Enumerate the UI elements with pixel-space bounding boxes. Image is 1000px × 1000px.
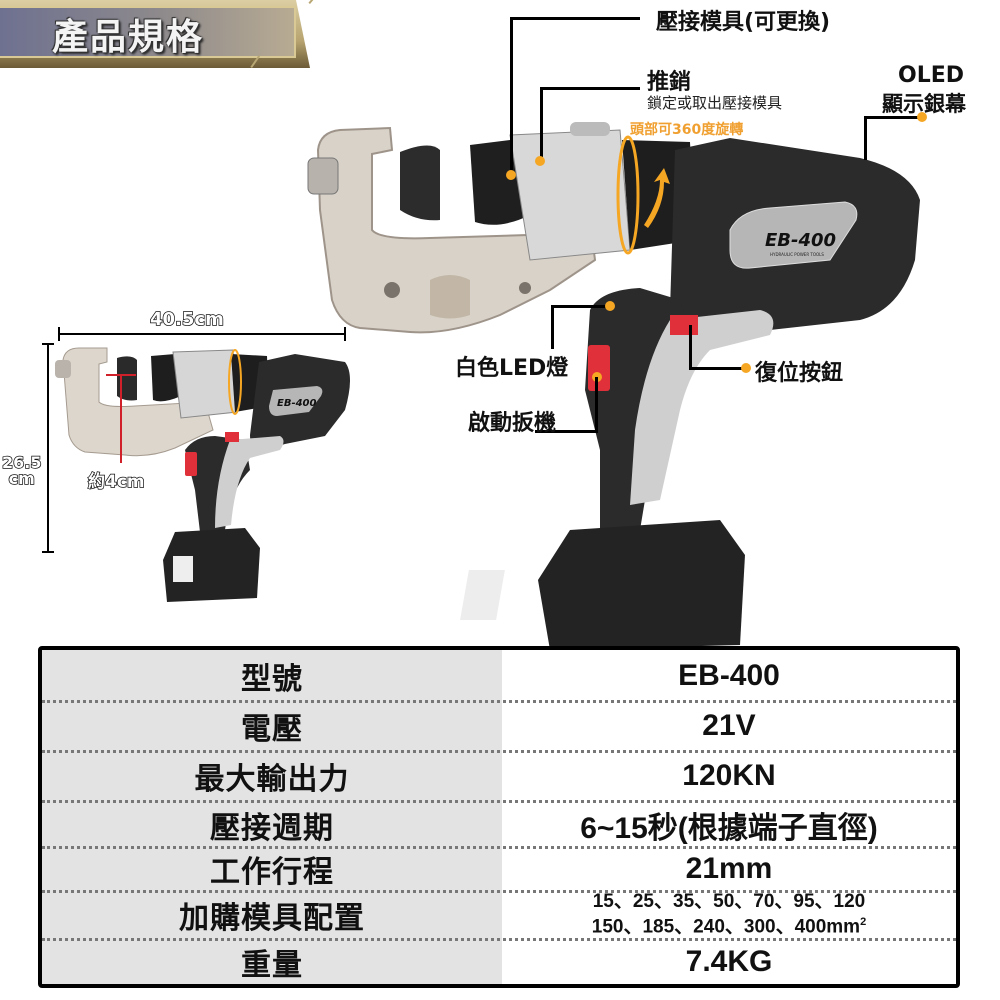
callout-reset-button: 復位按鈕 bbox=[755, 361, 844, 386]
dimension-tick bbox=[42, 343, 54, 345]
dimension-height: 26.5 cm bbox=[1, 453, 42, 488]
banner-title: 產品規格 bbox=[52, 17, 205, 58]
spec-value: 120KN bbox=[682, 759, 776, 792]
die-sizes-line2-text: 150、185、240、300、400mm bbox=[591, 916, 861, 938]
spec-value: 21mm bbox=[685, 852, 773, 885]
opening-leader-line bbox=[120, 375, 122, 463]
callout-dot-die bbox=[506, 170, 516, 180]
dimension-line-length bbox=[58, 333, 346, 335]
dimension-length: 40.5cm bbox=[149, 308, 224, 331]
dimension-line-height bbox=[47, 343, 49, 553]
dimension-opening: 約4cm bbox=[87, 471, 145, 493]
dimension-tick bbox=[58, 327, 60, 341]
spec-key: 重量 bbox=[241, 948, 303, 983]
dimension-tick bbox=[344, 327, 346, 341]
svg-text:EB-400: EB-400 bbox=[277, 398, 317, 409]
die-sizes-line2: 150、185、240、300、400mm2 bbox=[502, 912, 956, 937]
spec-key: 壓接週期 bbox=[210, 811, 334, 846]
callout-line-reset bbox=[689, 325, 692, 369]
callout-head-rotate: 頭部可360度旋轉 bbox=[630, 122, 744, 138]
callout-crimp-die: 壓接模具(可更換) bbox=[656, 10, 831, 35]
spec-row-cycle: 壓接週期 6~15秒(根據端子直徑) bbox=[42, 802, 956, 848]
crimping-tool-small-image: EB-400 bbox=[55, 347, 350, 602]
spec-key: 型號 bbox=[241, 662, 303, 697]
callout-line-trigger bbox=[535, 430, 598, 433]
banner-deco-line bbox=[308, 0, 322, 4]
callout-dot-reset bbox=[741, 363, 751, 373]
callout-push-pin-title: 推銷 bbox=[647, 70, 692, 95]
callout-line-oled bbox=[864, 116, 867, 160]
row-divider bbox=[42, 846, 956, 849]
callout-oled-line1: OLED bbox=[898, 63, 965, 88]
row-divider bbox=[42, 800, 956, 803]
spec-key-column bbox=[42, 650, 502, 984]
spec-key: 最大輸出力 bbox=[194, 762, 350, 797]
callout-trigger: 啟動扳機 bbox=[468, 411, 557, 436]
callout-line-led bbox=[551, 305, 554, 349]
spec-value: 7.4KG bbox=[685, 945, 773, 978]
callout-line-die bbox=[510, 17, 513, 175]
dimension-height-value: 26.5 bbox=[1, 453, 42, 472]
die-sizes-unit-sup: 2 bbox=[860, 916, 867, 929]
callout-line-pin bbox=[540, 87, 640, 90]
die-sizes-line1: 15、25、35、50、70、95、120 bbox=[592, 891, 866, 913]
callout-line-die bbox=[510, 17, 640, 20]
row-divider bbox=[42, 750, 956, 753]
spec-key: 加購模具配置 bbox=[179, 901, 365, 936]
callout-line-trigger bbox=[595, 377, 598, 433]
spec-table: 型號 EB-400 電壓 21V 最大輸出力 120KN 壓接週期 6~15秒(… bbox=[38, 646, 960, 988]
spec-row-optional-dies: 加購模具配置 15、25、35、50、70、95、120 150、185、240… bbox=[42, 892, 956, 938]
callout-dot-led bbox=[605, 301, 615, 311]
callout-push-pin-desc: 鎖定或取出壓接模具 bbox=[647, 94, 783, 112]
callout-line-led bbox=[551, 305, 611, 308]
row-divider bbox=[42, 700, 956, 703]
spec-banner: 產品規格 bbox=[0, 0, 322, 68]
spec-row-stroke: 工作行程 21mm bbox=[42, 848, 956, 890]
spec-row-voltage: 電壓 21V bbox=[42, 702, 956, 750]
dimension-tick bbox=[42, 551, 54, 553]
spec-key: 電壓 bbox=[241, 712, 303, 747]
spec-key: 工作行程 bbox=[210, 855, 334, 890]
callout-led-light: 白色LED燈 bbox=[455, 356, 569, 381]
callout-dot-pin bbox=[535, 156, 545, 166]
spec-row-max-output: 最大輸出力 120KN bbox=[42, 752, 956, 800]
svg-text:EB-400: EB-400 bbox=[765, 230, 836, 251]
row-divider bbox=[42, 890, 956, 893]
crimping-tool-large-image: EB-400 HYDRAULIC POWER TOOLS bbox=[307, 122, 920, 650]
spec-value: 15、25、35、50、70、95、120 150、185、240、300、40… bbox=[502, 892, 956, 937]
spec-row-weight: 重量 7.4KG bbox=[42, 940, 956, 984]
spec-row-model: 型號 EB-400 bbox=[42, 652, 956, 700]
callout-line-oled bbox=[864, 116, 920, 119]
spec-value: EB-400 bbox=[678, 659, 780, 692]
dimension-height-unit: cm bbox=[8, 469, 36, 488]
svg-text:HYDRAULIC POWER TOOLS: HYDRAULIC POWER TOOLS bbox=[770, 252, 824, 257]
banner-plate bbox=[0, 6, 296, 58]
spec-value: 6~15秒(根據端子直徑) bbox=[580, 812, 878, 845]
spec-value: 21V bbox=[702, 709, 756, 742]
row-divider bbox=[42, 938, 956, 941]
callout-line-pin bbox=[540, 87, 543, 159]
callout-line-reset bbox=[689, 367, 745, 370]
callout-dot-oled bbox=[917, 112, 927, 122]
